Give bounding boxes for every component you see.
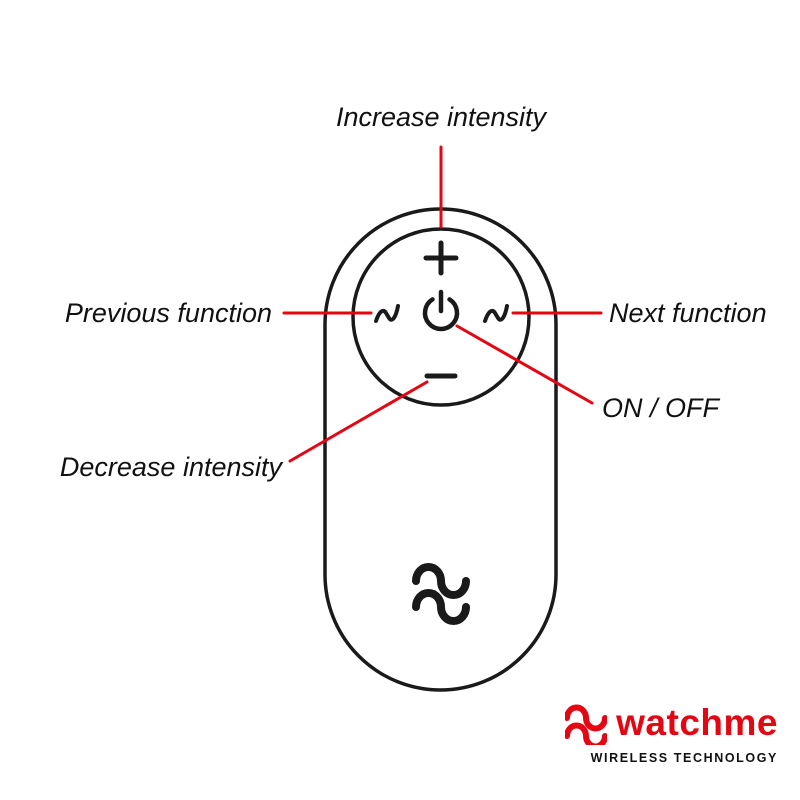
increase-intensity-plus-icon: [423, 240, 459, 276]
watchme-wave-logo-icon: [565, 704, 608, 745]
remote-brand-wave-logo: [412, 563, 470, 625]
label-decrease-intensity: Decrease intensity: [59, 452, 282, 482]
label-previous-function: Previous function: [64, 298, 272, 328]
next-function-wave-icon: [483, 304, 509, 323]
power-icon: [422, 289, 460, 332]
control-pad-circle: [351, 227, 531, 407]
brand-row: watchme: [565, 701, 778, 745]
brand-name: watchme: [616, 702, 778, 743]
label-increase-intensity: Increase intensity: [335, 102, 547, 132]
callout-line-on-off: [455, 324, 594, 405]
branding-block: watchme WIRELESS TECHNOLOGY: [565, 701, 778, 766]
callout-line-decrease: [288, 380, 429, 463]
label-next-function: Next function: [609, 298, 767, 328]
label-on-off: ON / OFF: [602, 393, 719, 423]
previous-function-wave-icon: [374, 304, 400, 323]
brand-tagline: WIRELESS TECHNOLOGY: [590, 751, 778, 765]
